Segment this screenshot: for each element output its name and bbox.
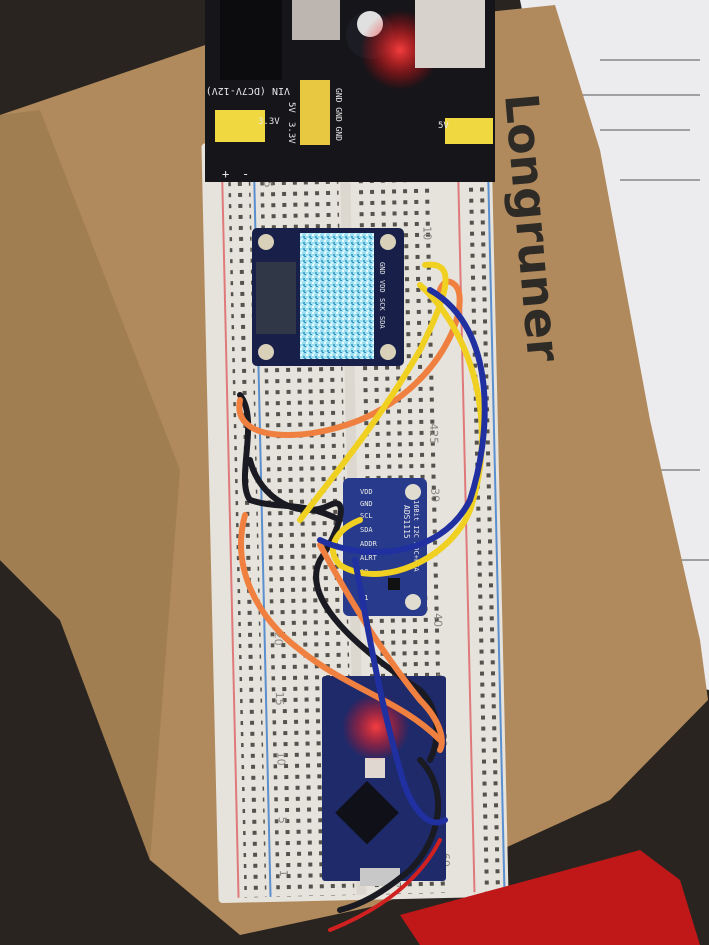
right-jumper[interactable]: [445, 118, 493, 144]
header-3v3-label: 3.3V: [286, 122, 296, 144]
led-glow: [342, 693, 410, 761]
oled-pin-gnd: GND: [378, 262, 386, 275]
rail-blue-right: [486, 146, 506, 892]
red-tool-handle: [400, 850, 700, 945]
left-jumper[interactable]: [215, 110, 265, 142]
wire-yellow: [297, 261, 449, 523]
adc-pin-gnd: GND: [360, 500, 373, 508]
adc-pin-scl: SCL: [360, 512, 373, 520]
row-number: 425: [427, 423, 440, 444]
row-number: 40: [431, 613, 444, 627]
ads1115-module: VDD GND SCL SDA ADDR ALRT A0 A1 16Bit I2…: [343, 478, 427, 616]
header-5v-label: 5V: [286, 102, 296, 113]
adc-pin-addr: ADDR: [360, 540, 378, 548]
wire-blue: [317, 287, 488, 555]
usb-port: [415, 0, 485, 68]
rail-red-left: [220, 152, 240, 898]
adc-pin-sda: SDA: [360, 526, 373, 534]
mini-usb-port: [360, 868, 400, 886]
rail-plus-label: +: [222, 167, 229, 181]
right-jumper-label: 5V: [438, 121, 449, 131]
wire-orange: [236, 278, 463, 438]
dc-jack: [220, 0, 282, 80]
gnd-labels: GND GND GND: [334, 88, 343, 141]
row-number: 10: [420, 226, 433, 240]
oled-screen: [300, 233, 374, 359]
power-supply-module: VIN (DC7V-12V) 5V 3.3V GND GND GND 3.3V …: [205, 0, 495, 182]
row-number: 5: [276, 817, 289, 824]
row-number: 30: [428, 488, 441, 502]
wire-red: [328, 838, 442, 932]
reset-button[interactable]: [365, 758, 385, 778]
power-switch[interactable]: [292, 0, 340, 40]
oled-pin-vdd: VDD: [378, 280, 386, 293]
wire-orange: [317, 542, 445, 753]
arduino-nano: [322, 676, 446, 886]
jumper-wires: [236, 261, 488, 932]
adc-pin-vdd: VDD: [360, 488, 373, 496]
adc-title: 16Bit I2C ADC+PGA: [412, 500, 420, 572]
row-number: 1: [277, 869, 290, 876]
row-number: 15: [273, 692, 286, 706]
left-jumper-label: 3.3V: [258, 117, 280, 127]
oled-pin-sda: SDA: [378, 316, 386, 329]
wire-black: [337, 757, 442, 913]
oled-pin-sck: SCK: [378, 298, 386, 311]
header-pins: [300, 80, 330, 145]
wire-yellow: [329, 282, 485, 577]
vin-label: VIN (DC7V-12V): [206, 85, 290, 96]
adc-chip-label: ADS1115: [402, 505, 411, 539]
wire-blue: [352, 557, 448, 826]
row-number: 10: [274, 752, 287, 766]
adc-pin-alrt: ALRT: [360, 554, 378, 562]
wire-orange: [238, 512, 443, 743]
wire-black: [247, 457, 440, 763]
oled-display-module: GND VDD SCK SDA: [252, 228, 404, 366]
rail-minus-label: -: [242, 167, 249, 181]
box-flap-shadow: [0, 110, 180, 860]
